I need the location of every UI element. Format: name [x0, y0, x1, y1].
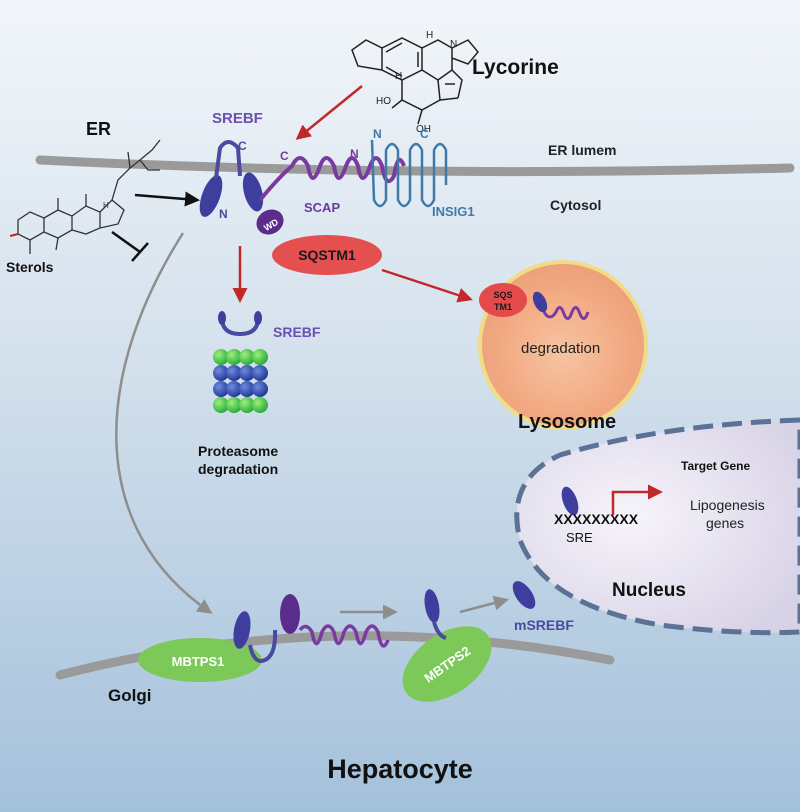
scap-er	[256, 156, 406, 235]
lysosome-srebf-scap	[532, 291, 590, 320]
proteasome-subunit	[213, 365, 229, 381]
proteasome	[213, 349, 268, 413]
er-label: ER	[86, 119, 111, 139]
srebf-top-label: SREBF	[212, 110, 263, 127]
sqstm1-label: SQSTM1	[298, 247, 356, 263]
proteasome-subunit	[213, 397, 229, 413]
golgi-label: Golgi	[108, 686, 151, 705]
sterol-inhibition-bar	[131, 242, 149, 262]
lycorine-h2-label: H	[395, 71, 402, 82]
tm1-label: TM1	[494, 302, 512, 312]
proteasome-subunit	[226, 349, 242, 365]
sterol-binding-arrow	[134, 191, 200, 207]
msrebf-label: mSREBF	[514, 617, 574, 633]
er-to-golgi-arrow	[115, 232, 213, 614]
srebf-er	[199, 140, 264, 217]
srebf-n-label: N	[219, 207, 228, 221]
nucleus	[514, 417, 800, 636]
er-lumen-label: ER lumem	[548, 142, 616, 158]
sre-label: SRE	[566, 530, 593, 545]
lipogenesis-label-line1: Lipogenesis	[690, 497, 765, 513]
proteasome-subunit	[252, 397, 268, 413]
proteasome-subunit	[226, 381, 242, 397]
proteasome-subunit	[252, 365, 268, 381]
golgi-srebf-cleaved	[424, 589, 447, 640]
proteasome-subunit	[226, 397, 242, 413]
scap-c-label: C	[280, 149, 289, 163]
insig-c-label: C	[420, 127, 429, 141]
srebf-proteasome-label: SREBF	[273, 324, 321, 340]
sre-sequence: XXXXXXXXX	[554, 511, 639, 527]
golgi-membrane	[55, 631, 615, 680]
mbtps2-ellipse	[402, 626, 492, 702]
insig-n-label: N	[373, 127, 382, 141]
lysosome-label: Lysosome	[518, 411, 616, 433]
lipogenesis-label-line2: genes	[706, 515, 744, 531]
transcription-arrow	[611, 484, 663, 515]
proteasome-label-line2: degradation	[198, 461, 278, 477]
lycorine-ho-label: HO	[376, 96, 391, 107]
proteasome-subunit	[239, 381, 255, 397]
target-gene-label: Target Gene	[681, 459, 750, 473]
proteasome-subunit	[252, 349, 268, 365]
lycorine-n-label: N	[450, 39, 457, 50]
proteasome-subunit	[239, 365, 255, 381]
mbtps1-ellipse	[138, 638, 262, 682]
cytosol-label: Cytosol	[550, 197, 601, 213]
nucleus-label: Nucleus	[612, 580, 686, 601]
proteasome-label-line1: Proteasome	[198, 443, 278, 459]
lycorine-oh-label: OH	[416, 124, 431, 135]
lysosome-sqstm1	[479, 283, 527, 317]
proteasome-subunit	[213, 349, 229, 365]
lycorine-arrow	[295, 85, 363, 140]
msrebf-shape	[512, 581, 536, 609]
proteasome-subunit	[226, 365, 242, 381]
insig1-er	[370, 139, 448, 208]
scap-n-label: N	[350, 147, 359, 161]
proteasome-subunit	[239, 349, 255, 365]
lycorine-label: Lycorine	[472, 56, 559, 79]
proteasome-subunit	[239, 397, 255, 413]
proteasome-subunit	[213, 381, 229, 397]
sterol-h-label: H	[103, 201, 109, 210]
proteasome-srebf	[218, 311, 262, 337]
proteasome-subunit	[252, 381, 268, 397]
lycorine-h1-label: H	[426, 30, 433, 41]
scap-label: SCAP	[304, 200, 340, 215]
insig1-label: INSIG1	[432, 204, 475, 219]
mbtps1-label: MBTPS1	[172, 654, 225, 669]
msrebf-release-arrow	[459, 595, 509, 614]
hepatocyte-label: Hepatocyte	[327, 754, 473, 784]
sqstm1-ellipse	[272, 235, 382, 275]
lycorine-structure	[351, 37, 479, 125]
nucleus-srebf	[561, 486, 579, 516]
sterol-inhibition-line	[111, 230, 141, 254]
srebf-c-label: C	[238, 139, 247, 153]
lysosome-degradation-label: degradation	[521, 340, 600, 357]
sqstm1-to-lysosome-arrow	[381, 268, 473, 303]
sterols-label: Sterols	[6, 259, 54, 275]
sqs-label: SQS	[493, 290, 512, 300]
sterol-hydroxyl	[9, 233, 19, 237]
golgi-srebf-scap	[233, 594, 390, 663]
